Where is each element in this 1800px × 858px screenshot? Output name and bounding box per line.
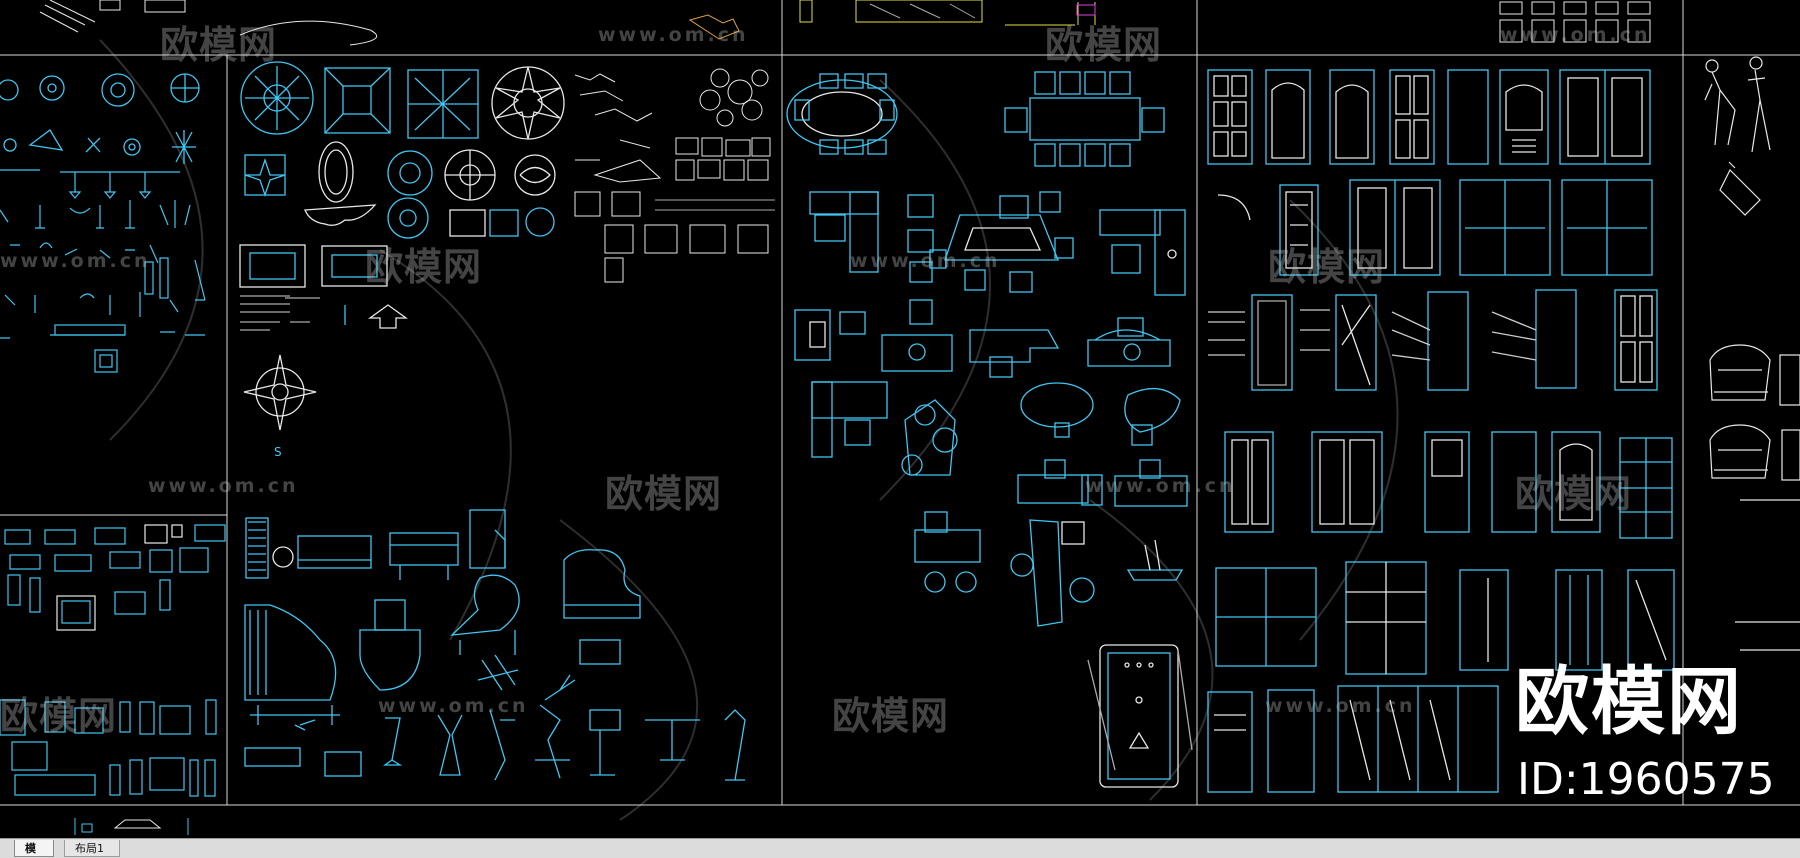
model-id-label: ID:1960575: [1517, 754, 1775, 805]
stone-patterns: [574, 68, 775, 283]
gym-icons: [244, 654, 746, 781]
watermark-arcs: [99, 39, 1399, 821]
brand-logo: 欧模网: [1515, 659, 1743, 745]
cad-drawing: S: [0, 0, 1800, 835]
people-car-icons: [1704, 56, 1800, 651]
compass-letter: S: [274, 445, 282, 459]
billiard-table-icon: [1087, 644, 1193, 788]
lamp-icons: [0, 169, 206, 373]
layout-tab-bar: 模型 布局1: [0, 838, 1800, 858]
tab-model[interactable]: 模型: [14, 840, 54, 857]
medallion-icons: [239, 61, 565, 431]
sheet-frames: [0, 0, 1800, 806]
drawing-canvas[interactable]: S: [0, 0, 1800, 838]
piano-icons: [244, 509, 641, 701]
top-right-tiles: [1499, 1, 1651, 43]
office-desk-icons: [794, 191, 1188, 627]
ornament-icons: [0, 73, 200, 164]
tab-layout1[interactable]: 布局1: [64, 840, 120, 857]
dining-table-icons: [786, 71, 1165, 167]
appliance-icons: [0, 524, 226, 797]
door-icons: [1207, 69, 1675, 793]
top-strip-blocks: [39, 0, 1096, 46]
bottom-strip-blocks: [74, 818, 189, 835]
